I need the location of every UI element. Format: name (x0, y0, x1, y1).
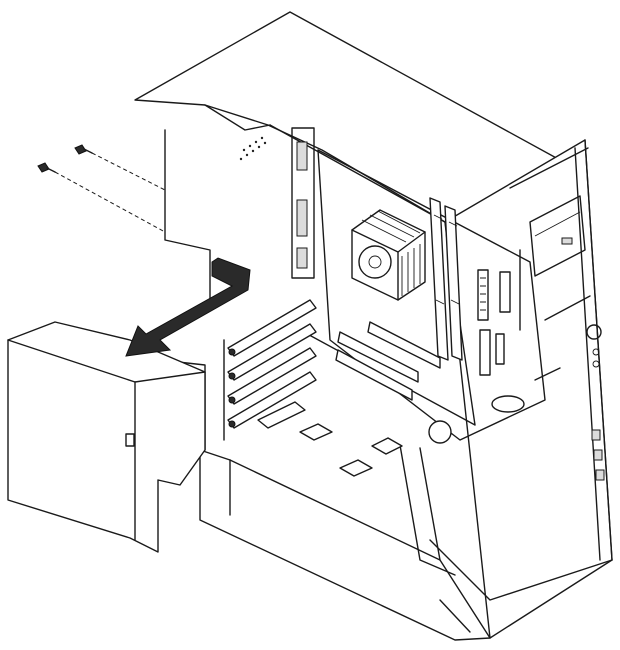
side-cover (7, 321, 206, 553)
cover-screw-upper (74, 144, 166, 191)
front-bezel (429, 139, 613, 633)
vent-holes (239, 136, 267, 161)
removal-direction-arrow (125, 257, 251, 357)
motherboard-connectors (477, 269, 511, 376)
computer-chassis (134, 11, 613, 641)
memory-slots (429, 197, 463, 361)
processor-heatsink-fan (351, 209, 426, 301)
pci-adapter-slots (257, 321, 441, 477)
expansion-brackets (223, 299, 317, 441)
cover-screw-lower (37, 162, 166, 233)
rear-io-panel (291, 127, 315, 279)
chassis-latch (428, 395, 525, 444)
